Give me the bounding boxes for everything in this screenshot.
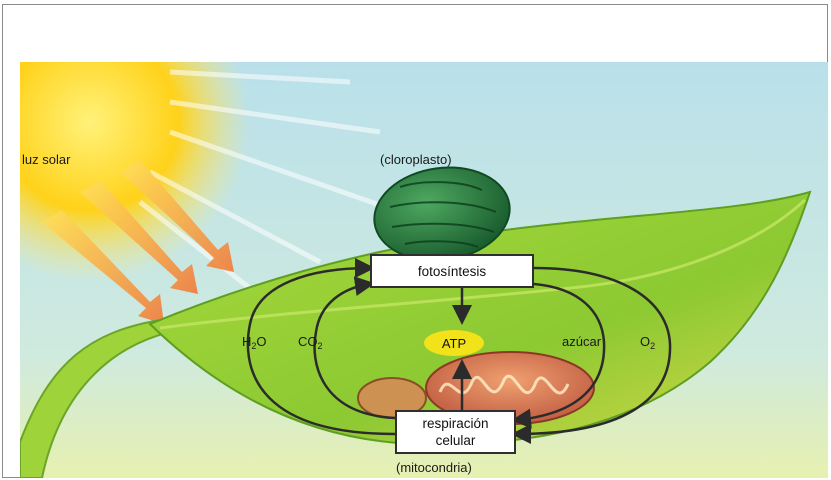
label-chloroplast: (cloroplasto) [380, 152, 452, 167]
respiration-label-line2: celular [436, 432, 476, 449]
label-co2: CO2 [298, 334, 323, 349]
label-mitochondria: (mitocondria) [396, 460, 472, 475]
cellular-respiration-box: respiración celular [395, 410, 516, 454]
photosynthesis-label: fotosíntesis [418, 263, 486, 280]
label-o2: O2 [640, 334, 655, 349]
photosynthesis-box: fotosíntesis [370, 254, 534, 288]
diagram-scene: luz solar (cloroplasto) (mitocondria) fo… [20, 62, 828, 478]
atp-badge: ATP [424, 330, 484, 356]
label-sunlight: luz solar [22, 152, 70, 167]
label-sugar: azúcar [562, 334, 601, 349]
atp-label: ATP [442, 336, 466, 351]
label-water: H2O [242, 334, 267, 349]
respiration-label-line1: respiración [422, 415, 488, 432]
